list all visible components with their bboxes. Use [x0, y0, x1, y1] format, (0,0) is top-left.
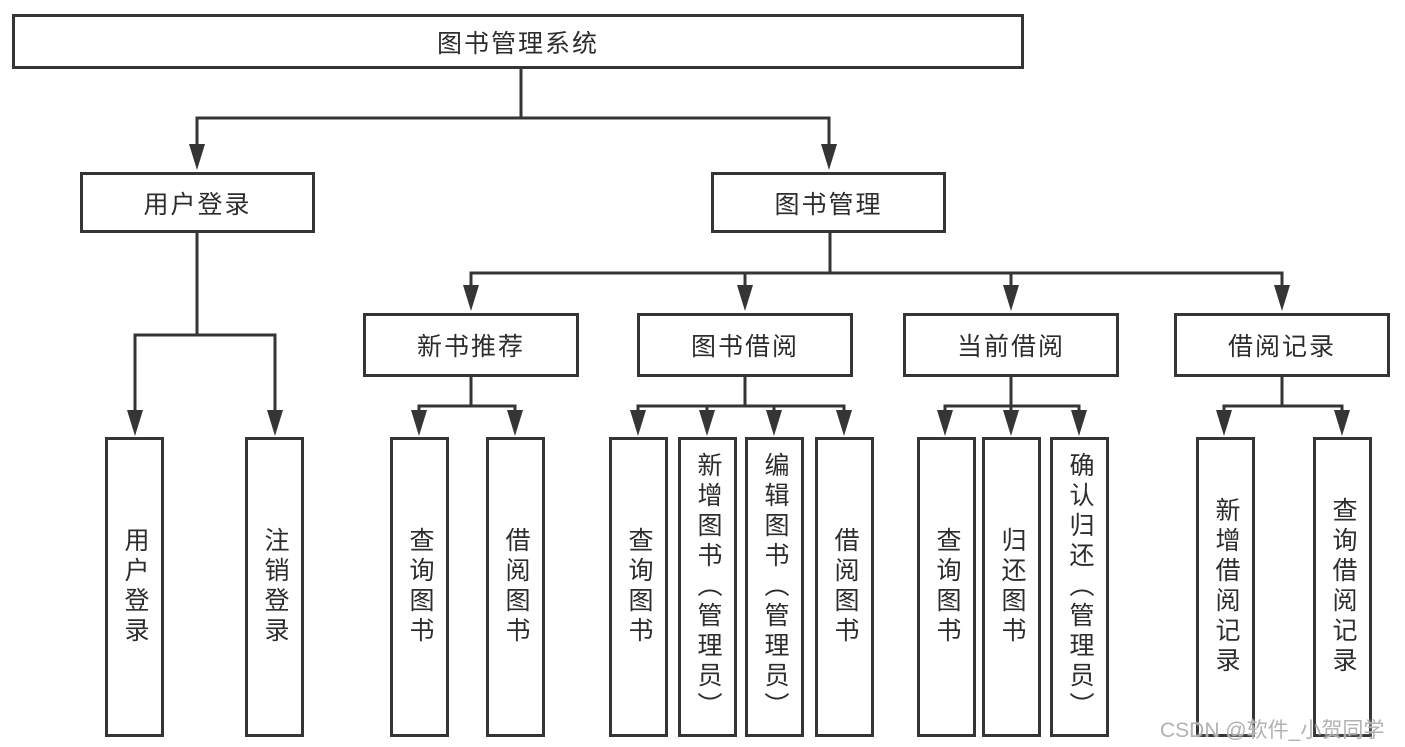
connector-borrowrecords-children: [1222, 377, 1344, 412]
leaf-newrec-borrow-books: 借阅图书: [486, 437, 545, 737]
leaf-current-query-books-label: 查询图书: [933, 527, 961, 647]
node-current-borrow: 当前借阅: [903, 313, 1119, 377]
leaf-records-query-record-label: 查询借阅记录: [1329, 497, 1357, 677]
arrowhead-icon: [189, 144, 837, 170]
leaf-newrec-query-books: 查询图书: [390, 437, 449, 737]
connector-newbookrec-children: [417, 377, 517, 412]
connector-userlogin-children: [133, 233, 277, 411]
arrowhead-icon: [1216, 410, 1350, 436]
node-borrow-records-label: 借阅记录: [1227, 333, 1336, 361]
leaf-borrow-add-books-admin-label: 新增图书（管理员）: [694, 452, 722, 722]
leaf-records-add-record-label: 新增借阅记录: [1212, 497, 1240, 677]
leaf-current-confirm-return-admin: 确认归还（管理员）: [1050, 437, 1109, 737]
node-root: 图书管理系统: [12, 14, 1024, 69]
node-user-login: 用户登录: [80, 172, 315, 233]
leaf-borrow-edit-books-admin-label: 编辑图书（管理员）: [761, 452, 789, 722]
node-book-borrow: 图书借阅: [637, 313, 853, 377]
leaf-records-add-record: 新增借阅记录: [1196, 437, 1255, 737]
arrowhead-icon: [630, 410, 852, 436]
node-root-label: 图书管理系统: [436, 29, 599, 58]
leaf-logout: 注销登录: [245, 437, 304, 737]
watermark: CSDN @软件_小贺同学: [1160, 719, 1385, 742]
leaf-user-login: 用户登录: [105, 437, 164, 737]
arrowhead-icon: [127, 410, 283, 436]
leaf-borrow-borrow-books: 借阅图书: [815, 437, 874, 737]
node-book-management-label: 图书管理: [774, 190, 883, 219]
node-new-book-recommend-label: 新书推荐: [416, 333, 525, 361]
leaf-current-confirm-return-admin-label: 确认归还（管理员）: [1066, 452, 1094, 722]
leaf-current-query-books: 查询图书: [917, 437, 976, 737]
connector-bookborrow-children: [636, 377, 846, 412]
arrowhead-icon: [937, 410, 1087, 436]
connector-bookmgmt-to-level3: [469, 233, 1284, 287]
leaf-newrec-query-books-label: 查询图书: [406, 527, 434, 647]
leaf-current-return-books: 归还图书: [982, 437, 1041, 737]
node-book-management: 图书管理: [711, 172, 946, 233]
connector-root-to-level2: [195, 68, 831, 146]
node-new-book-recommend: 新书推荐: [363, 313, 579, 377]
node-book-borrow-label: 图书借阅: [690, 333, 799, 361]
leaf-newrec-borrow-books-label: 借阅图书: [502, 527, 530, 647]
leaf-borrow-edit-books-admin: 编辑图书（管理员）: [745, 437, 804, 737]
leaf-user-login-label: 用户登录: [121, 527, 149, 647]
leaf-logout-label: 注销登录: [261, 527, 289, 647]
connector-currentborrow-children: [943, 377, 1081, 412]
node-borrow-records: 借阅记录: [1174, 313, 1390, 377]
leaf-borrow-query-books-label: 查询图书: [625, 527, 653, 647]
leaf-current-return-books-label: 归还图书: [998, 527, 1026, 647]
leaf-borrow-add-books-admin: 新增图书（管理员）: [678, 437, 737, 737]
leaf-borrow-query-books: 查询图书: [609, 437, 668, 737]
arrowhead-icon: [411, 410, 523, 436]
node-user-login-label: 用户登录: [143, 190, 252, 219]
leaf-records-query-record: 查询借阅记录: [1313, 437, 1372, 737]
leaf-borrow-borrow-books-label: 借阅图书: [831, 527, 859, 647]
arrowhead-icon: [463, 285, 1290, 311]
node-current-borrow-label: 当前借阅: [956, 333, 1065, 361]
